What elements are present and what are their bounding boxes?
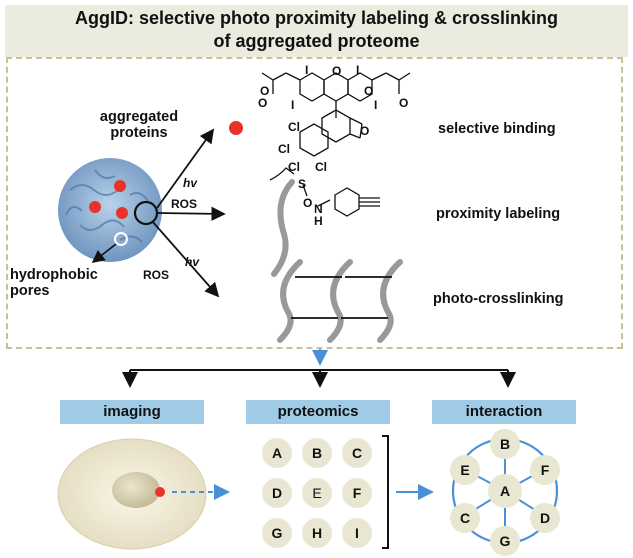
- network-node: D: [530, 503, 560, 533]
- tag-interaction: interaction: [432, 400, 576, 424]
- branch-arrows: [122, 369, 516, 388]
- network-node: B: [490, 429, 520, 459]
- title-line-2: of aggregated proteome: [213, 31, 420, 51]
- grid-circle: C: [342, 438, 372, 468]
- atom-label: S: [298, 177, 307, 191]
- label-line: hydrophobic: [10, 267, 98, 283]
- atom-label: O: [260, 84, 270, 98]
- network-node: F: [530, 455, 560, 485]
- hv-label: hv: [185, 255, 200, 269]
- atom-label: N: [314, 202, 323, 216]
- grid-circle: H: [302, 518, 332, 548]
- highlight-circle: [133, 200, 159, 226]
- atom-label: O: [303, 196, 313, 210]
- probe-structure: [269, 167, 380, 217]
- grid-circle: E: [302, 478, 332, 508]
- atom-label: Cl: [288, 160, 300, 174]
- dashed-frame: [6, 57, 623, 349]
- red-dot-probe: [229, 121, 243, 135]
- atom-label: Cl: [315, 160, 327, 174]
- grid-circle: D: [262, 478, 292, 508]
- hydrophobic-pores-label: hydrophobic pores: [10, 267, 98, 299]
- red-dot: [114, 180, 126, 192]
- atom-label: I: [305, 63, 309, 77]
- grid-circle: A: [262, 438, 292, 468]
- grid-circle: G: [262, 518, 292, 548]
- protein-aggregate: [58, 158, 162, 262]
- selective-binding-label: selective binding: [438, 121, 556, 137]
- tag-imaging: imaging: [60, 400, 204, 424]
- atom-label: O: [399, 96, 409, 110]
- network-node: C: [450, 503, 480, 533]
- grid-circle: F: [342, 478, 372, 508]
- hv-label: hv: [183, 176, 198, 190]
- nucleus: [112, 472, 160, 508]
- atom-label: Cl: [288, 120, 300, 134]
- atom-label: H: [314, 214, 323, 228]
- red-dot: [89, 201, 101, 213]
- network-center-node: A: [488, 474, 522, 508]
- cell-red-dot: [155, 487, 165, 497]
- atom-label: O: [258, 96, 268, 110]
- grid-circle: I: [342, 518, 372, 548]
- proximity-labeling-label: proximity labeling: [436, 206, 561, 222]
- title-bar: [5, 5, 628, 57]
- cell: [57, 438, 207, 550]
- atom-label: O: [364, 84, 374, 98]
- atom-label: O: [360, 124, 370, 138]
- bracket: [382, 435, 389, 549]
- network-node: E: [450, 455, 480, 485]
- label-line: aggregated: [99, 109, 179, 125]
- tag-proteomics: proteomics: [246, 400, 390, 424]
- pore-circle: [114, 232, 128, 246]
- grid-circle: B: [302, 438, 332, 468]
- atom-label: I: [356, 63, 360, 77]
- protein-chain: [271, 179, 295, 277]
- crosslinked-chains: [277, 259, 403, 343]
- page-title: AggID: selective photo proximity labelin…: [5, 7, 628, 53]
- chemical-structure: [261, 72, 411, 157]
- photo-crosslinking-label: photo-crosslinking: [433, 291, 564, 307]
- atom-label: I: [291, 98, 295, 112]
- title-line-1: AggID: selective photo proximity labelin…: [74, 8, 559, 28]
- ros-label: ROS: [143, 268, 170, 282]
- ros-label: ROS: [171, 197, 198, 211]
- label-line: pores: [10, 283, 50, 299]
- aggregated-proteins-label: aggregated proteins: [84, 109, 194, 141]
- label-line: proteins: [110, 125, 168, 141]
- red-dot: [116, 207, 128, 219]
- atom-label: O: [332, 64, 342, 78]
- atom-label: I: [374, 98, 378, 112]
- network-node: G: [490, 526, 520, 556]
- atom-label: Cl: [278, 142, 290, 156]
- crosslinks: [291, 276, 392, 319]
